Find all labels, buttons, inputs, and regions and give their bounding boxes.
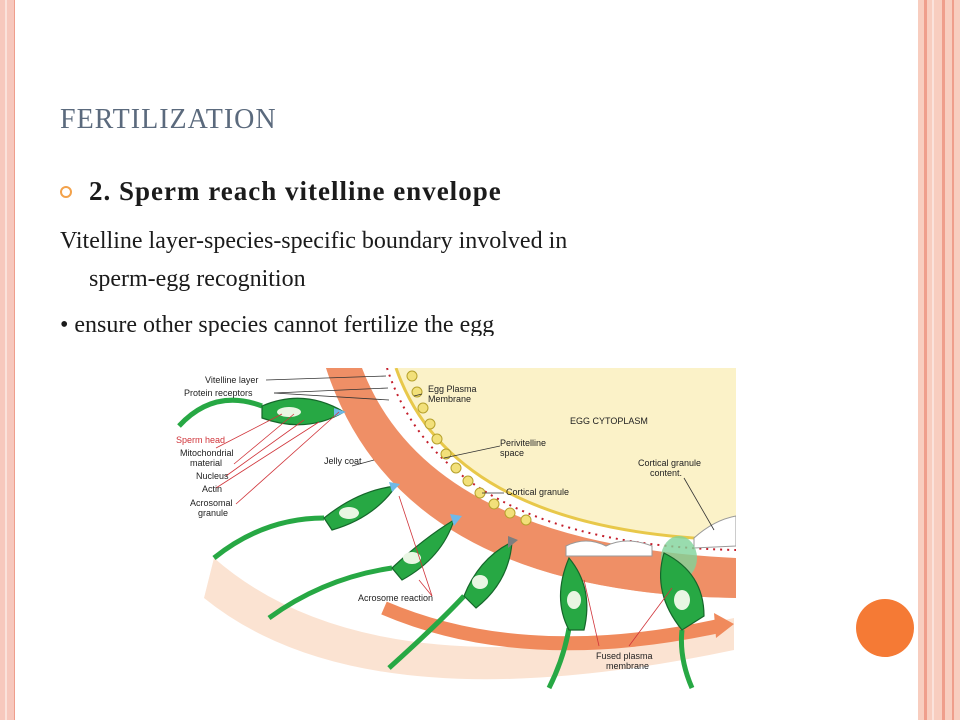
slide-title: FERTILIZATION bbox=[60, 104, 277, 135]
sperm-cells bbox=[177, 397, 705, 690]
right-frame-border bbox=[918, 0, 960, 720]
body-line-2: sperm-egg recognition bbox=[89, 266, 306, 292]
cortical-granule-release bbox=[565, 515, 736, 580]
jelly-coat-band bbox=[326, 368, 736, 598]
label-cortical-granule-content-2: content. bbox=[650, 468, 682, 478]
body-line-3: • ensure other species cannot fertilize … bbox=[60, 312, 495, 336]
protein-receptors bbox=[386, 368, 736, 551]
slide-subheading: 2. Sperm reach vitelline envelope bbox=[89, 176, 502, 206]
movement-arrow bbox=[381, 601, 721, 651]
label-nucleus: Nucleus bbox=[196, 471, 229, 481]
sperm-label-leader-lines bbox=[215, 411, 673, 647]
label-actin: Actin bbox=[202, 484, 222, 494]
fertilization-diagram: Vitelline layer Protein receptors Sperm … bbox=[174, 368, 736, 695]
label-egg-plasma: Egg Plasma bbox=[428, 384, 477, 394]
label-acrosomal: Acrosomal bbox=[190, 498, 233, 508]
label-protein-receptors: Protein receptors bbox=[184, 388, 253, 398]
label-acrosome-reaction: Acrosome reaction bbox=[358, 593, 433, 603]
bullet-ring-icon bbox=[60, 186, 72, 198]
label-fused-membrane: membrane bbox=[606, 661, 649, 671]
label-cortical-granule-content-1: Cortical granule bbox=[638, 458, 701, 468]
label-membrane: Membrane bbox=[428, 394, 471, 404]
body-line-1: Vitelline layer-species-specific boundar… bbox=[60, 228, 568, 254]
arrow-head-icon bbox=[714, 613, 734, 638]
egg-cytoplasm bbox=[396, 368, 736, 540]
label-cortical-granule: Cortical granule bbox=[506, 487, 569, 497]
egg-plasma-membrane bbox=[394, 368, 736, 542]
label-vitelline-layer: Vitelline layer bbox=[205, 375, 258, 385]
label-sperm-head: Sperm head bbox=[176, 435, 225, 445]
label-granule: granule bbox=[198, 508, 228, 518]
left-frame-border bbox=[0, 0, 15, 720]
label-fused-plasma: Fused plasma bbox=[596, 651, 653, 661]
label-mitochondrial: Mitochondrial bbox=[180, 448, 234, 458]
accent-circle bbox=[856, 599, 914, 657]
label-leader-lines bbox=[265, 375, 715, 531]
label-material: material bbox=[190, 458, 222, 468]
label-space: space bbox=[500, 448, 524, 458]
cortical-granules bbox=[406, 370, 532, 526]
label-jelly-coat: Jelly coat bbox=[324, 456, 362, 466]
label-egg-cytoplasm: EGG CYTOPLASM bbox=[570, 416, 648, 426]
label-perivitelline: Perivitelline bbox=[500, 438, 546, 448]
